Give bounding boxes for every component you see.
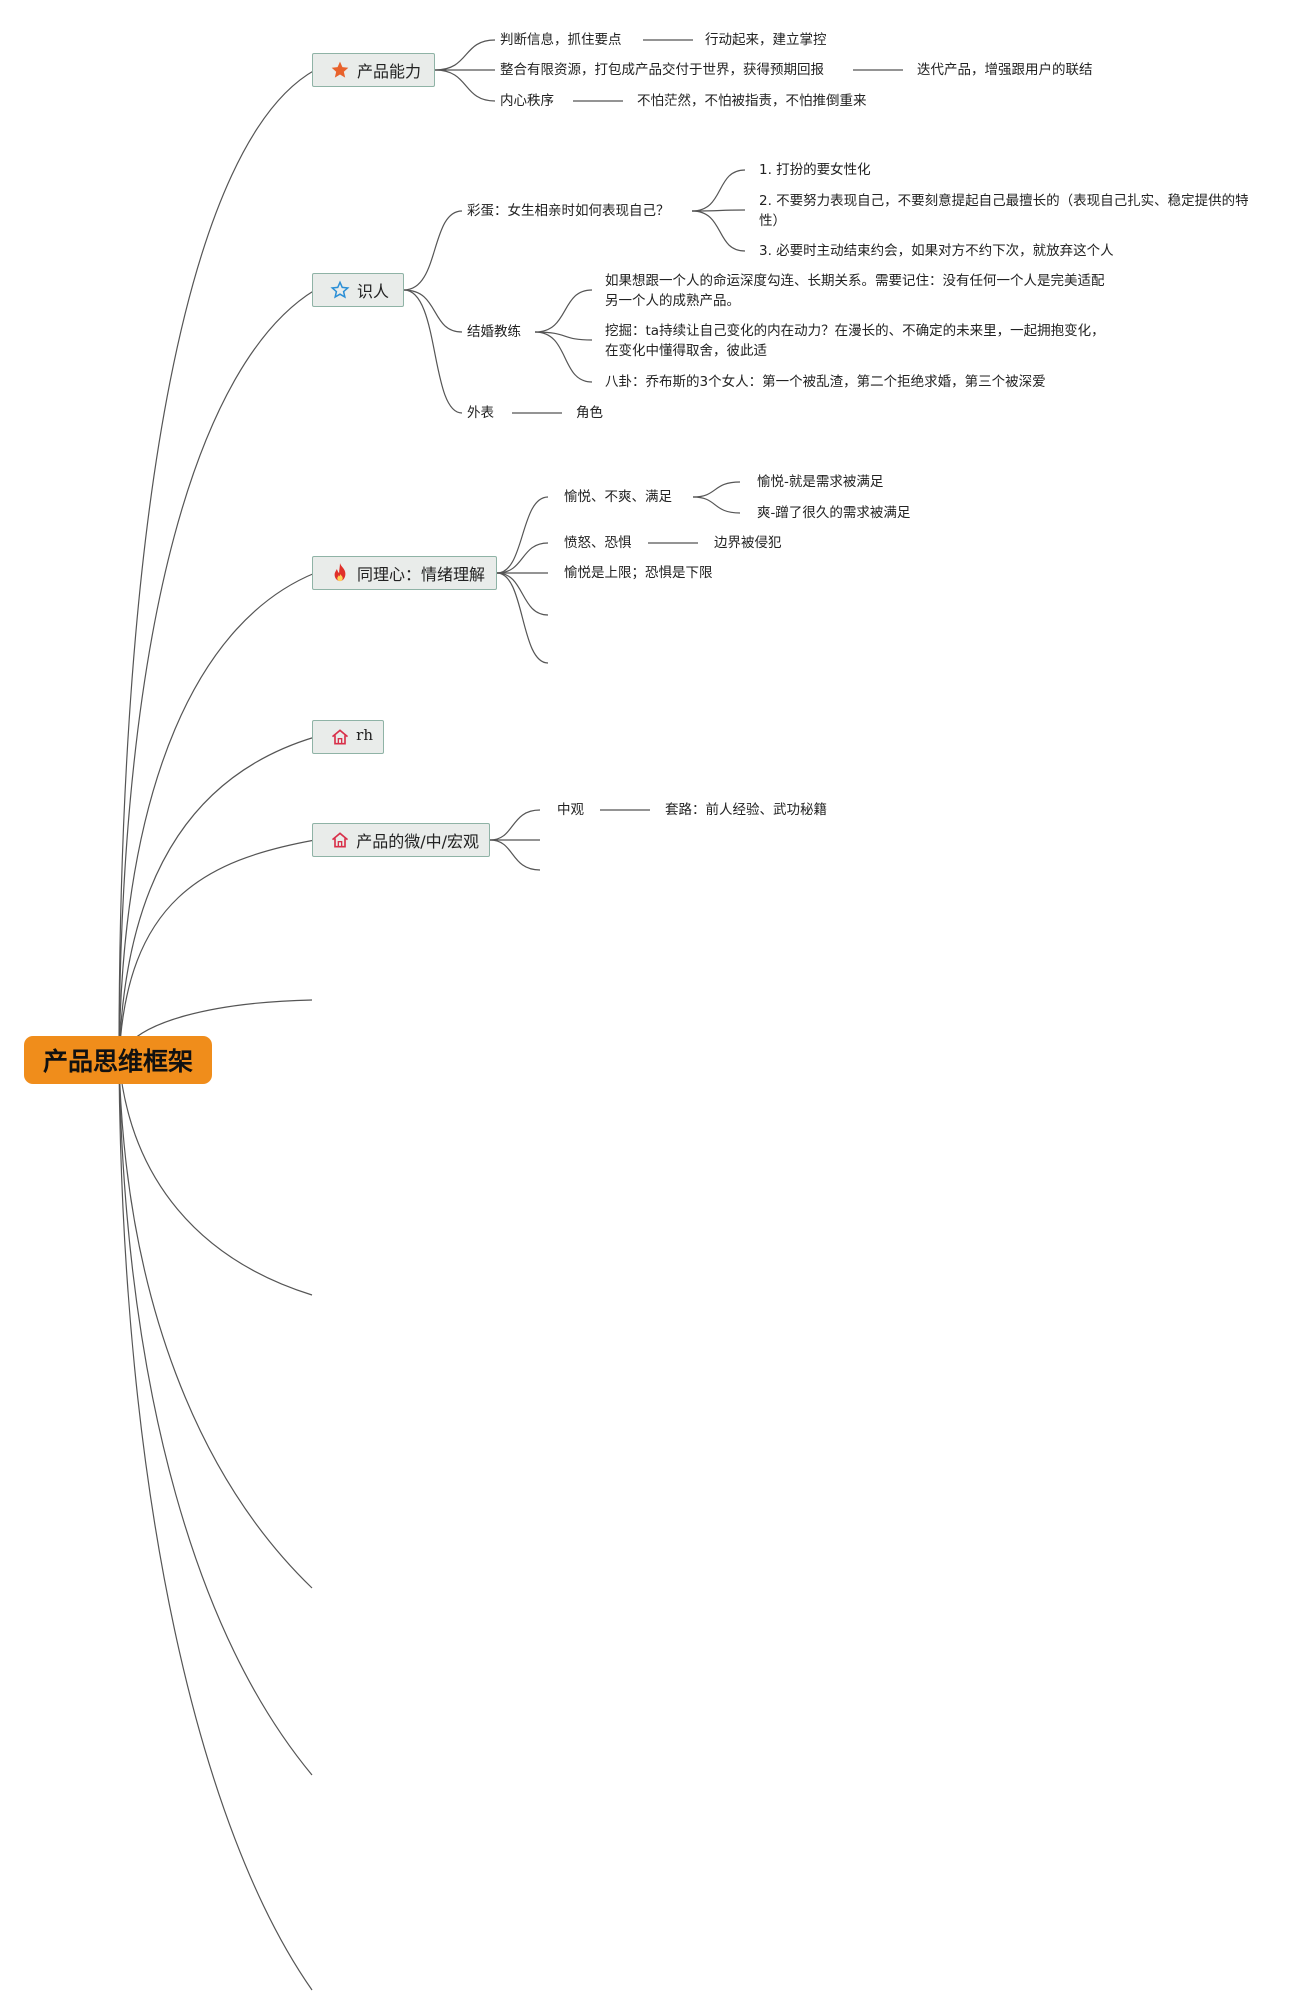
- branch-topic-empathy[interactable]: 同理心：情绪理解: [312, 556, 497, 590]
- node-b3-item-1-c1[interactable]: 愉悦-就是需求被满足: [757, 474, 884, 490]
- branch-topic-micro-macro[interactable]: 产品的微/中/宏观: [312, 823, 490, 857]
- link-b2-item-1-c2: [691, 209, 746, 212]
- link-b1-item-3: [434, 69, 496, 102]
- node-b2-item-1[interactable]: 彩蛋：女生相亲时如何表现自己？: [467, 203, 670, 219]
- branch-label: 产品的微/中/宏观: [356, 832, 479, 851]
- link-b2-item-1-c3: [691, 210, 746, 252]
- node-b2-item-2-c2[interactable]: 挖掘：ta持续让自己变化的内在动力？在漫长的、不确定的未来里，一起拥抱变化，在变…: [605, 323, 1105, 359]
- node-b2-item-1-c3[interactable]: 3. 必要时主动结束约会，如果对方不约下次，就放弃这个人: [759, 243, 1114, 259]
- node-b2-item-3[interactable]: 外表: [467, 405, 494, 421]
- branch-label: rh: [356, 726, 373, 744]
- node-b3-item-3[interactable]: 愉悦是上限；恐惧是下限: [564, 565, 713, 581]
- star-filled-icon: [329, 59, 351, 81]
- branch-topic-product-ability[interactable]: 产品能力: [312, 53, 435, 87]
- link-root-to-branch-4: [118, 736, 316, 1061]
- link-b3-item-1-c2: [692, 496, 741, 514]
- node-b3-item-2[interactable]: 愤怒、恐惧: [564, 535, 632, 551]
- root-topic-label: 产品思维框架: [42, 1047, 193, 1076]
- link-b2-item-2-c3: [534, 331, 593, 383]
- link-b2-item-2-c2: [534, 331, 593, 341]
- link-b2-item-2: [403, 289, 463, 333]
- house-icon: [329, 829, 350, 851]
- fire-icon: [329, 562, 351, 584]
- node-b2-item-2-c3[interactable]: 八卦：乔布斯的3个女人：第一个被乱渣，第二个拒绝求婚，第三个被深爱: [605, 374, 1046, 390]
- root-topic[interactable]: 产品思维框架: [24, 1036, 212, 1084]
- link-b2-item-1-c1: [691, 169, 746, 212]
- branch-label: 同理心：情绪理解: [357, 565, 486, 584]
- node-b2-item-3-child[interactable]: 角色: [576, 405, 603, 421]
- branch-topic-know-people[interactable]: 识人: [312, 273, 404, 307]
- link-b5-item-1: [489, 809, 541, 841]
- node-b1-item-3-child[interactable]: 不怕茫然，不怕被指责，不怕推倒重来: [637, 93, 867, 109]
- link-b3-item-1-c1: [692, 481, 741, 498]
- link-b3-item-1: [496, 496, 549, 574]
- node-b1-item-1[interactable]: 判断信息，抓住要点: [500, 32, 622, 48]
- branch-label: 产品能力: [357, 62, 422, 81]
- link-root-to-branch-2: [118, 289, 316, 1061]
- node-b5-item-1-child[interactable]: 套路：前人经验、武功秘籍: [665, 802, 827, 818]
- link-root-to-empty-branch-5: [118, 1059, 313, 1991]
- link-root-to-empty-branch-3: [118, 1059, 313, 1589]
- link-b2-item-2-c1: [534, 289, 593, 333]
- node-b2-item-1-c1[interactable]: 1. 打扮的要女性化: [759, 162, 871, 178]
- link-root-to-branch-5: [118, 839, 316, 1061]
- branch-label: 识人: [357, 282, 390, 301]
- link-root-to-empty-branch-2: [118, 1059, 313, 1296]
- node-b2-item-2-c1[interactable]: 如果想跟一个人的命运深度勾连、长期关系。需要记住：没有任何一个人是完美适配另一个…: [605, 273, 1105, 309]
- link-b1-item-1: [434, 39, 496, 71]
- node-b2-item-2[interactable]: 结婚教练: [467, 324, 521, 340]
- link-b3-empty-2: [496, 572, 549, 664]
- link-root-to-empty-branch-4: [118, 1059, 313, 1776]
- link-b3-empty-1: [496, 572, 549, 616]
- branch-topic-rh[interactable]: rh: [312, 720, 384, 754]
- house-icon: [329, 726, 350, 748]
- link-b5-empty-2: [489, 839, 541, 871]
- node-b3-item-1[interactable]: 愉悦、不爽、满足: [564, 489, 672, 505]
- link-b2-item-1: [403, 210, 463, 291]
- node-b5-item-1[interactable]: 中观: [557, 802, 584, 818]
- node-b2-item-1-c2[interactable]: 2. 不要努力表现自己，不要刻意提起自己最擅长的（表现自己扎实、稳定提供的特性）: [759, 193, 1249, 229]
- node-b1-item-1-child[interactable]: 行动起来，建立掌控: [705, 32, 827, 48]
- node-b3-item-2-child[interactable]: 边界被侵犯: [714, 535, 782, 551]
- node-b1-item-2[interactable]: 整合有限资源，打包成产品交付于世界，获得预期回报: [500, 62, 824, 78]
- link-root-to-branch-3: [118, 572, 316, 1061]
- star-outline-icon: [329, 279, 351, 301]
- link-b2-item-3: [403, 289, 463, 414]
- link-root-to-branch-1: [118, 69, 316, 1061]
- link-b3-item-2: [496, 542, 549, 574]
- node-b1-item-3[interactable]: 内心秩序: [500, 93, 554, 109]
- node-b1-item-2-child[interactable]: 迭代产品，增强跟用户的联结: [917, 62, 1093, 78]
- node-b3-item-1-c2[interactable]: 爽-蹭了很久的需求被满足: [757, 505, 911, 521]
